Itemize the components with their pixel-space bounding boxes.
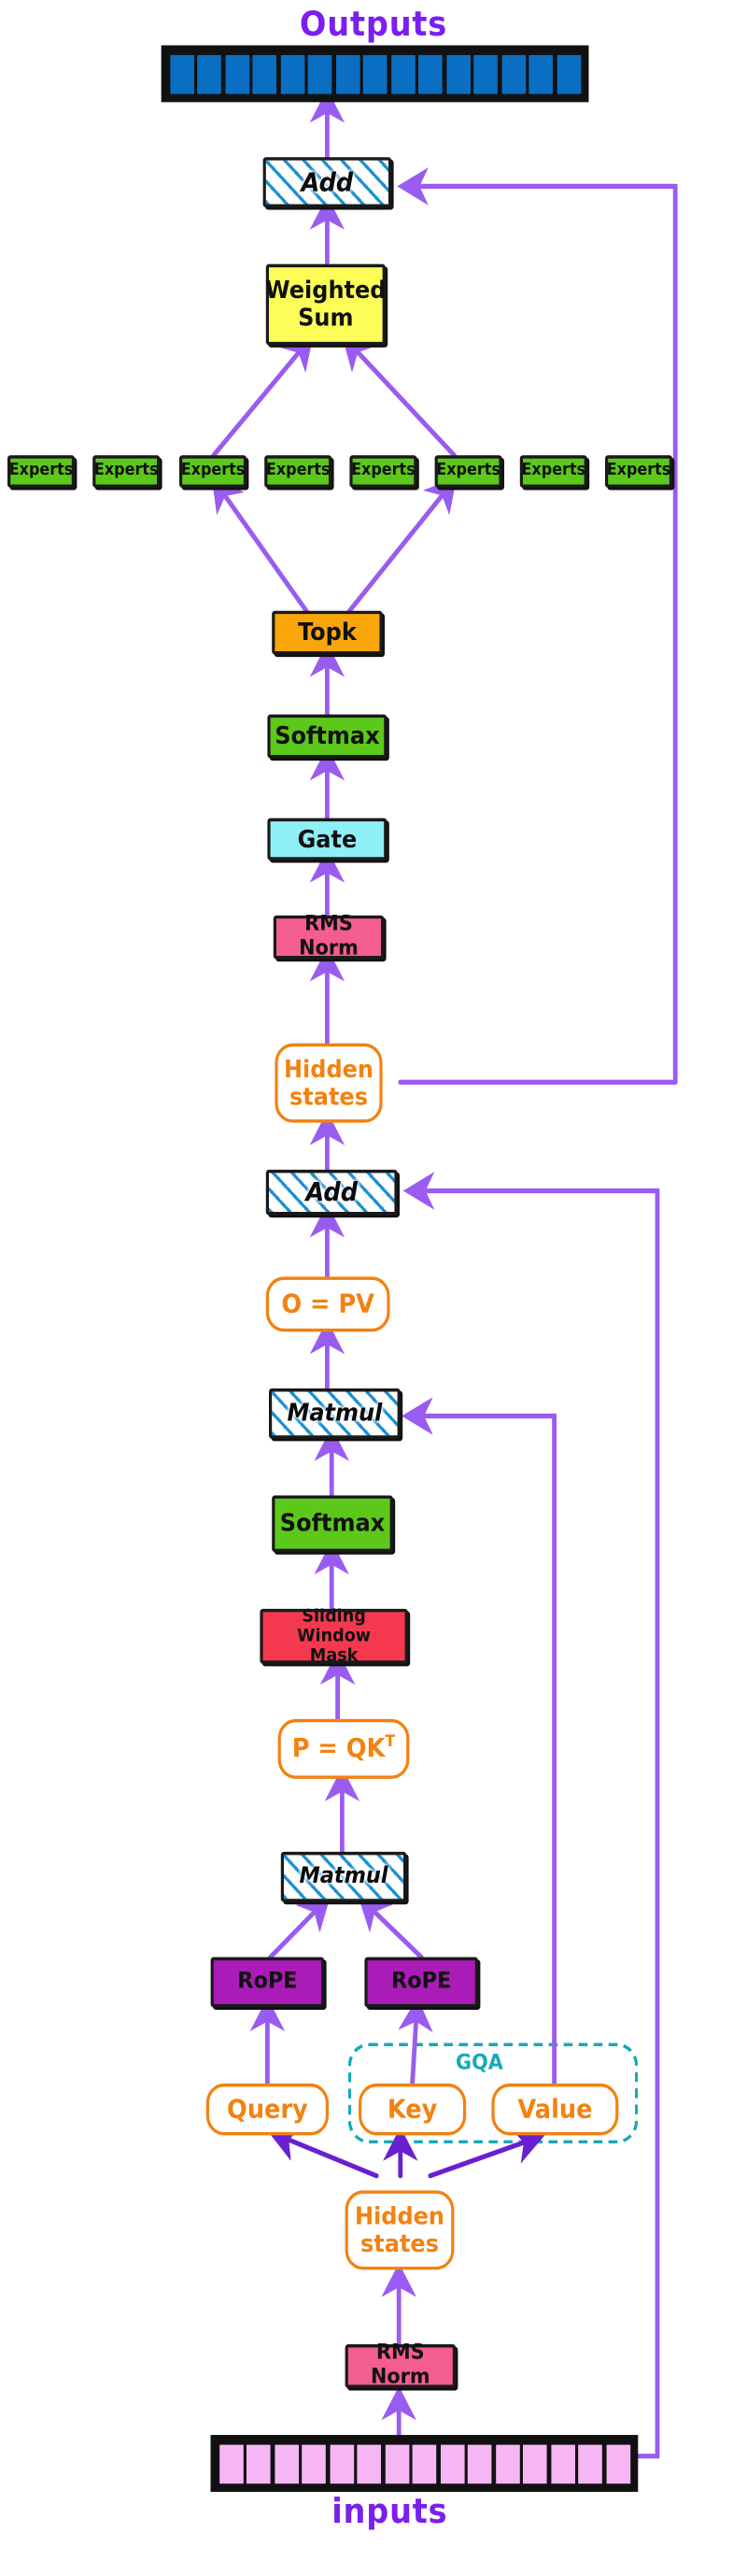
node-matmul-upper[interactable]: Matmul (269, 1388, 401, 1439)
node-key-label: Key (387, 2093, 438, 2125)
expert-label: Experts (606, 462, 671, 480)
node-matmul-lower-label: Matmul (299, 1862, 388, 1889)
node-hidden-states-mid[interactable]: Hidden states (275, 1043, 383, 1123)
node-p-equals-qkt-label: P = QKT (291, 1732, 396, 1764)
node-sliding-window-mask[interactable]: Sliding Window Mask (260, 1604, 408, 1666)
gqa-group-label: GQA (456, 2051, 503, 2076)
input-token-cell (329, 2443, 354, 2483)
node-p-equals-qkt[interactable]: P = QKT (277, 1718, 410, 1779)
node-weighted-sum-label-line2: Sum (298, 303, 354, 333)
inputs-token-strip (210, 2435, 639, 2492)
node-value[interactable]: Value (491, 2083, 619, 2136)
output-token-cell (280, 54, 304, 93)
input-token-cell (412, 2443, 437, 2483)
node-hidden-states-bottom[interactable]: Hidden states (345, 2190, 455, 2270)
input-token-cell (357, 2443, 381, 2483)
node-topk[interactable]: Topk (272, 610, 383, 655)
expert-box-7[interactable]: Experts (519, 455, 587, 488)
node-add-top[interactable]: Add (262, 157, 392, 207)
output-token-cell (224, 54, 249, 93)
expert-box-6[interactable]: Experts (434, 455, 502, 488)
node-value-label: Value (517, 2093, 593, 2125)
output-token-cell (529, 54, 553, 93)
node-softmax-attn-label: Softmax (279, 1508, 386, 1538)
input-token-cell (440, 2443, 464, 2483)
node-gate-label: Gate (297, 823, 358, 854)
node-softmax-moe[interactable]: Softmax (267, 714, 388, 759)
node-query-label: Query (227, 2093, 308, 2125)
node-rope-query-label: RoPE (237, 1968, 298, 1994)
input-token-cell (218, 2443, 243, 2483)
expert-box-1[interactable]: Experts (7, 455, 75, 488)
node-key[interactable]: Key (359, 2083, 467, 2136)
input-token-cell (578, 2443, 602, 2483)
input-token-cell (523, 2443, 547, 2483)
input-token-cell (605, 2443, 630, 2483)
node-hidden-states-mid-line2: states (289, 1081, 368, 1111)
node-rms-norm-bottom[interactable]: RMS Norm (345, 2341, 456, 2389)
node-hidden-states-bottom-line1: Hidden (354, 2200, 445, 2231)
node-add-mid-label: Add (305, 1175, 359, 1207)
node-sliding-window-mask-line1: Sliding Window (297, 1604, 372, 1646)
output-token-cell (390, 54, 415, 93)
output-token-cell (473, 54, 498, 93)
node-o-equals-pv-label: O = PV (281, 1288, 374, 1319)
expert-label: Experts (93, 462, 159, 480)
expert-label: Experts (180, 462, 246, 480)
node-matmul-upper-label: Matmul (287, 1398, 383, 1428)
output-token-cell (307, 54, 332, 93)
expert-box-3[interactable]: Experts (179, 455, 247, 488)
node-weighted-sum[interactable]: Weighted Sum (265, 263, 387, 346)
node-gate[interactable]: Gate (267, 818, 388, 861)
node-o-equals-pv[interactable]: O = PV (265, 1276, 390, 1332)
input-token-cell (495, 2443, 519, 2483)
expert-box-2[interactable]: Experts (92, 455, 161, 488)
outputs-caption: Outputs (299, 5, 448, 44)
node-hidden-states-mid-line1: Hidden (283, 1054, 374, 1084)
expert-label: Experts (436, 462, 500, 480)
node-softmax-attn[interactable]: Softmax (272, 1495, 393, 1553)
output-token-cell (335, 54, 359, 93)
input-token-cell (550, 2443, 575, 2483)
transpose-superscript: T (385, 1733, 396, 1753)
node-add-top-label: Add (301, 165, 354, 197)
outputs-token-strip (161, 45, 589, 103)
node-query[interactable]: Query (205, 2083, 329, 2136)
node-topk-label: Topk (297, 617, 357, 648)
node-sliding-window-mask-line2: Mask (309, 1644, 359, 1666)
output-token-cell (362, 54, 388, 93)
node-rope-query[interactable]: RoPE (210, 1957, 325, 2008)
expert-label: Experts (8, 462, 74, 480)
output-token-cell (500, 54, 526, 93)
expert-box-8[interactable]: Experts (605, 455, 672, 488)
node-rms-norm-bottom-label: RMS Norm (370, 2341, 430, 2389)
expert-box-4[interactable]: Experts (264, 455, 332, 488)
input-token-cell (385, 2443, 409, 2483)
output-token-cell (557, 54, 581, 93)
node-hidden-states-bottom-line2: states (360, 2228, 439, 2258)
node-add-mid[interactable]: Add (265, 1169, 398, 1216)
node-matmul-lower[interactable]: Matmul (280, 1851, 407, 1902)
node-rms-norm-moe-label: RMS Norm (299, 912, 359, 961)
inputs-caption: inputs (331, 2491, 448, 2531)
output-token-cell (169, 54, 194, 93)
input-token-cell (247, 2443, 271, 2483)
output-token-cell (252, 54, 276, 93)
output-token-cell (418, 54, 443, 93)
node-softmax-moe-label: Softmax (275, 720, 380, 750)
expert-label: Experts (265, 462, 331, 480)
node-rope-key[interactable]: RoPE (364, 1957, 478, 2008)
expert-label: Experts (521, 462, 586, 480)
output-token-cell (197, 54, 221, 93)
node-weighted-sum-label-line1: Weighted (265, 276, 387, 306)
node-rope-key-label: RoPE (391, 1968, 452, 1994)
expert-box-5[interactable]: Experts (349, 455, 417, 488)
input-token-cell (302, 2443, 326, 2483)
expert-label: Experts (351, 462, 416, 480)
output-token-cell (445, 54, 471, 93)
node-rms-norm-moe[interactable]: RMS Norm (273, 912, 385, 961)
input-token-cell (274, 2443, 299, 2483)
input-token-cell (467, 2443, 492, 2483)
